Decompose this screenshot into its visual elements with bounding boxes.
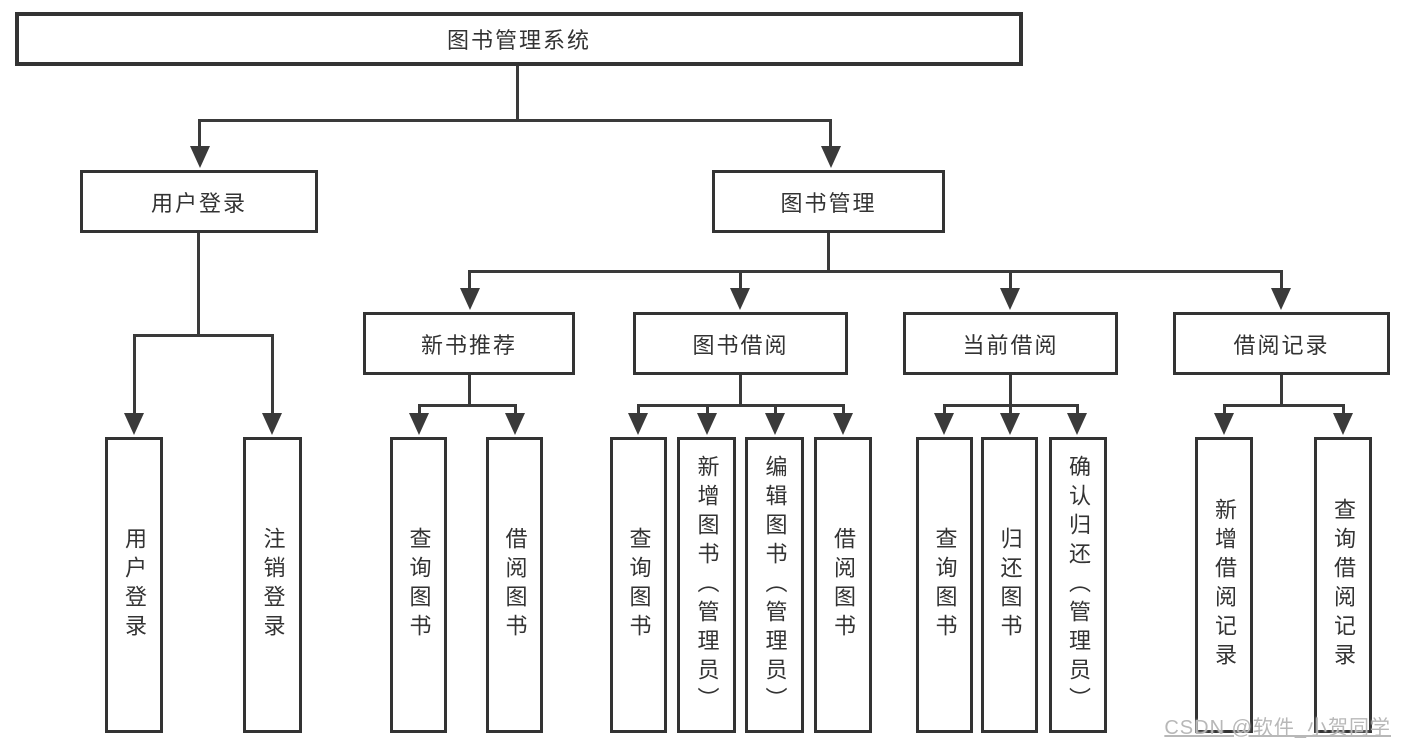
- node-cb-return-books: 归还图书: [981, 437, 1038, 733]
- connector-borrowrecords-drop: [1280, 270, 1283, 290]
- connector-root-bus: [198, 119, 832, 122]
- connector-newbookrec-bus: [418, 404, 517, 407]
- node-nbr-query-books-label: 查询图书: [406, 527, 432, 643]
- connector-bookborrow-bus: [637, 404, 845, 407]
- connector-userlogin-drop: [198, 119, 201, 148]
- node-br-query-record: 查询借阅记录: [1314, 437, 1372, 733]
- arrow-down-icon: [409, 413, 429, 435]
- node-root: 图书管理系统: [15, 12, 1023, 66]
- node-nbr-borrow-books: 借阅图书: [486, 437, 543, 733]
- connector-borrowrecords-stem: [1280, 375, 1283, 407]
- node-bb-query-books-label: 查询图书: [626, 527, 652, 643]
- arrow-down-icon: [697, 413, 717, 435]
- connector-newbookrec-stem: [468, 375, 471, 407]
- connector-bookborrow-drop: [739, 270, 742, 290]
- connector-drop: [842, 404, 845, 415]
- node-book-borrow-label: 图书借阅: [692, 332, 789, 358]
- node-borrow-records-label: 借阅记录: [1233, 332, 1330, 358]
- node-br-add-record-label: 新增借阅记录: [1212, 498, 1237, 672]
- arrow-down-icon: [1271, 288, 1291, 310]
- node-book-borrow: 图书借阅: [633, 312, 848, 375]
- connector-drop: [706, 404, 709, 415]
- node-bb-edit-books-label: 编辑图书（管理员）: [762, 454, 788, 716]
- node-user-login-parent: 用户登录: [80, 170, 318, 233]
- node-root-label: 图书管理系统: [446, 28, 591, 53]
- connector-logout-drop: [271, 334, 274, 415]
- connector-newbookrec-drop: [468, 270, 471, 290]
- connector-drop: [1342, 404, 1345, 415]
- node-book-management-label: 图书管理: [780, 190, 877, 216]
- arrow-down-icon: [505, 413, 525, 435]
- arrow-down-icon: [262, 413, 282, 435]
- connector-drop: [637, 404, 640, 415]
- connector-drop: [418, 404, 421, 415]
- node-logout-label: 注销登录: [260, 527, 286, 643]
- connector-userlogin-stem: [197, 233, 200, 337]
- connector-drop: [1076, 404, 1079, 415]
- node-nbr-borrow-books-label: 借阅图书: [502, 527, 528, 643]
- node-new-book-recommend: 新书推荐: [363, 312, 575, 375]
- arrow-down-icon: [460, 288, 480, 310]
- arrow-down-icon: [821, 146, 841, 168]
- arrow-down-icon: [628, 413, 648, 435]
- connector-drop: [1009, 404, 1012, 415]
- connector-root-stem: [516, 66, 519, 121]
- connector-userlogin-bus: [133, 334, 274, 337]
- connector-login-drop: [133, 334, 136, 415]
- node-new-book-recommend-label: 新书推荐: [420, 332, 517, 358]
- connector-drop: [514, 404, 517, 415]
- arrow-down-icon: [1333, 413, 1353, 435]
- node-cb-confirm-return: 确认归还（管理员）: [1049, 437, 1107, 733]
- arrow-down-icon: [833, 413, 853, 435]
- connector-bookmgmt-stem: [827, 233, 830, 273]
- connector-borrowrecords-bus: [1223, 404, 1345, 407]
- arrow-down-icon: [124, 413, 144, 435]
- arrow-down-icon: [190, 146, 210, 168]
- node-user-login-label: 用户登录: [122, 527, 147, 643]
- node-current-borrow-label: 当前借阅: [962, 332, 1059, 358]
- connector-drop: [1223, 404, 1226, 415]
- arrow-down-icon: [934, 413, 954, 435]
- node-bb-borrow-books: 借阅图书: [814, 437, 872, 733]
- node-borrow-records: 借阅记录: [1173, 312, 1390, 375]
- arrow-down-icon: [730, 288, 750, 310]
- node-bb-borrow-books-label: 借阅图书: [831, 527, 856, 643]
- arrow-down-icon: [1067, 413, 1087, 435]
- node-user-login-parent-label: 用户登录: [150, 190, 247, 216]
- csdn-watermark: CSDN @软件_小贺同学: [1164, 717, 1391, 739]
- node-current-borrow: 当前借阅: [903, 312, 1118, 375]
- node-bb-query-books: 查询图书: [610, 437, 667, 733]
- connector-bookborrow-stem: [739, 375, 742, 407]
- node-book-management: 图书管理: [712, 170, 945, 233]
- arrow-down-icon: [1000, 288, 1020, 310]
- connector-drop: [774, 404, 777, 415]
- node-cb-query-books-label: 查询图书: [932, 527, 958, 643]
- node-nbr-query-books: 查询图书: [390, 437, 447, 733]
- connector-bookmgmt-bus: [469, 270, 1283, 273]
- node-br-query-record-label: 查询借阅记录: [1331, 498, 1356, 672]
- connector-bookmgmt-drop: [829, 119, 832, 148]
- connector-drop: [943, 404, 946, 415]
- node-bb-edit-books: 编辑图书（管理员）: [745, 437, 804, 733]
- node-logout: 注销登录: [243, 437, 302, 733]
- connector-currentborrow-stem: [1009, 375, 1012, 407]
- node-user-login: 用户登录: [105, 437, 163, 733]
- node-cb-return-books-label: 归还图书: [997, 527, 1023, 643]
- connector-currentborrow-drop: [1009, 270, 1012, 290]
- node-bb-add-books-label: 新增图书（管理员）: [694, 454, 720, 716]
- node-br-add-record: 新增借阅记录: [1195, 437, 1253, 733]
- arrow-down-icon: [1214, 413, 1234, 435]
- node-bb-add-books: 新增图书（管理员）: [677, 437, 736, 733]
- arrow-down-icon: [765, 413, 785, 435]
- arrow-down-icon: [1000, 413, 1020, 435]
- node-cb-query-books: 查询图书: [916, 437, 973, 733]
- node-cb-confirm-return-label: 确认归还（管理员）: [1066, 454, 1091, 716]
